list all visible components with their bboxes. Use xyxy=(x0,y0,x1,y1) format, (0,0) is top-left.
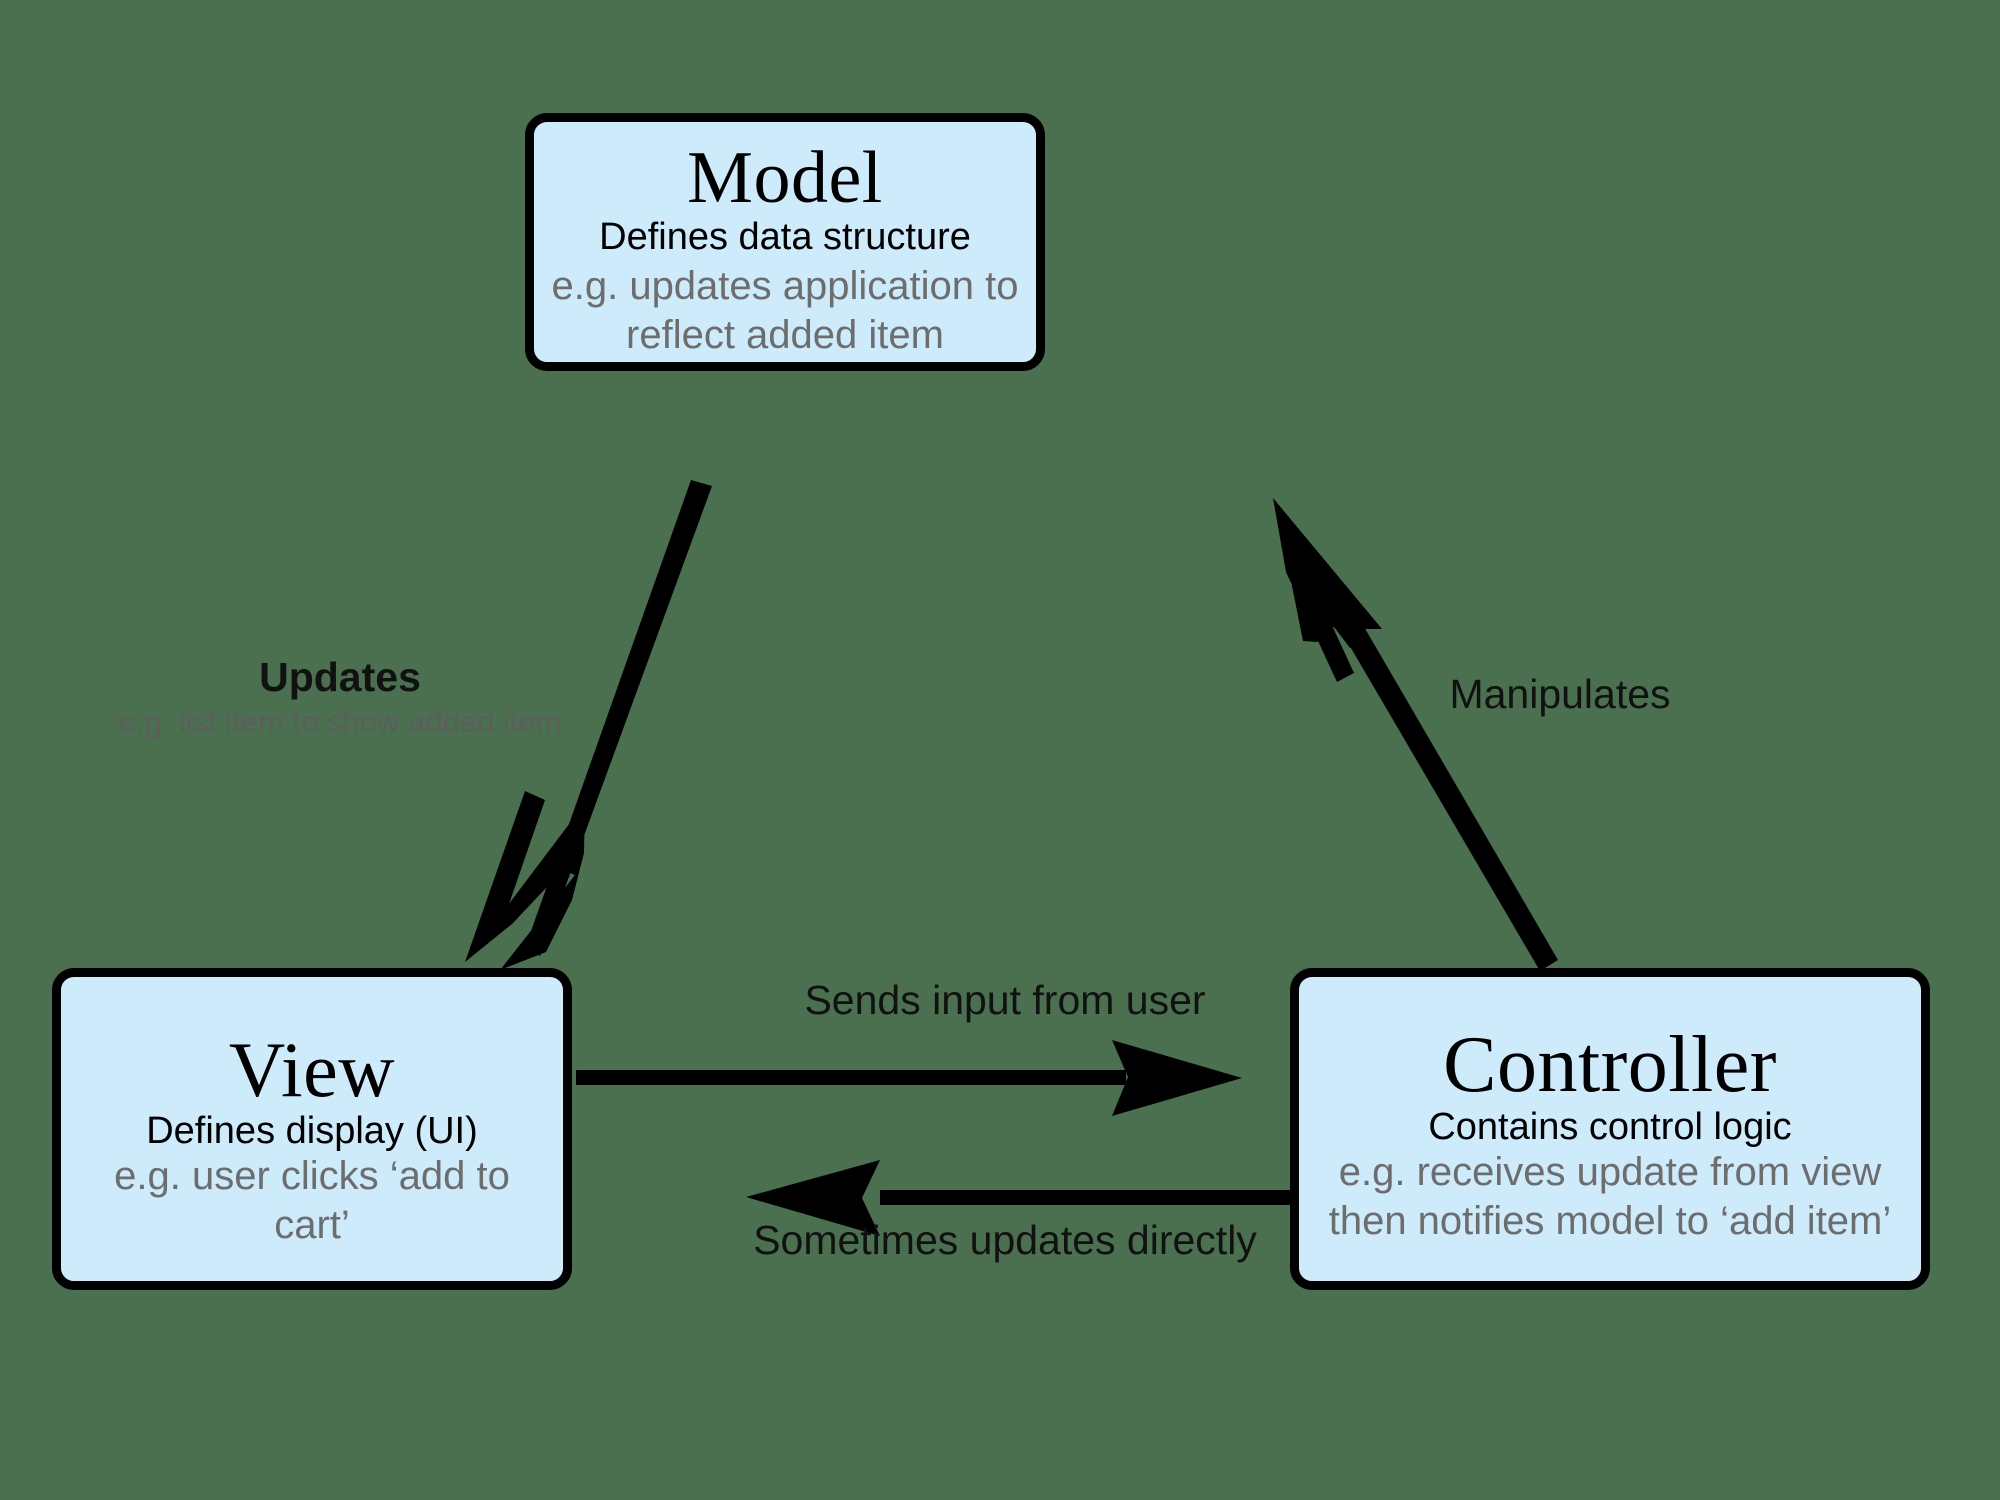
edge-label-updates-main: Updates xyxy=(259,654,421,700)
node-model-subtitle: Defines data structure xyxy=(599,215,971,258)
node-view[interactable]: View Defines display (UI) e.g. user clic… xyxy=(52,968,572,1290)
edge-label-manipulates-main: Manipulates xyxy=(1449,671,1671,717)
node-view-example: e.g. user clicks ‘add to cart’ xyxy=(114,1153,510,1247)
node-view-title: View xyxy=(228,1026,396,1114)
edge-label-sometimes-updates-main: Sometimes updates directly xyxy=(753,1217,1257,1263)
node-view-subtitle: Defines display (UI) xyxy=(146,1109,478,1152)
edge-label-updates-sub: e.g. list item to show added item xyxy=(118,704,562,740)
edge-label-sends-input: Sends input from user xyxy=(740,977,1270,1023)
node-model[interactable]: Model Defines data structure e.g. update… xyxy=(525,113,1045,371)
arrow-view-to-controller xyxy=(576,1040,1242,1116)
node-controller-title: Controller xyxy=(1443,1021,1777,1110)
edge-label-updates: Updates e.g. list item to show added ite… xyxy=(110,654,570,740)
node-controller-example: e.g. receives update from view then noti… xyxy=(1328,1149,1892,1243)
edge-label-sends-input-main: Sends input from user xyxy=(804,977,1206,1023)
node-model-example: e.g. updates application to reflect adde… xyxy=(551,263,1019,357)
arrow-controller-to-model xyxy=(1273,498,1558,971)
node-controller-subtitle: Contains control logic xyxy=(1428,1105,1792,1148)
edge-label-sometimes-updates: Sometimes updates directly xyxy=(720,1217,1290,1263)
node-model-title: Model xyxy=(687,137,883,220)
edge-label-manipulates: Manipulates xyxy=(1395,671,1725,717)
node-controller[interactable]: Controller Contains control logic e.g. r… xyxy=(1290,968,1930,1290)
